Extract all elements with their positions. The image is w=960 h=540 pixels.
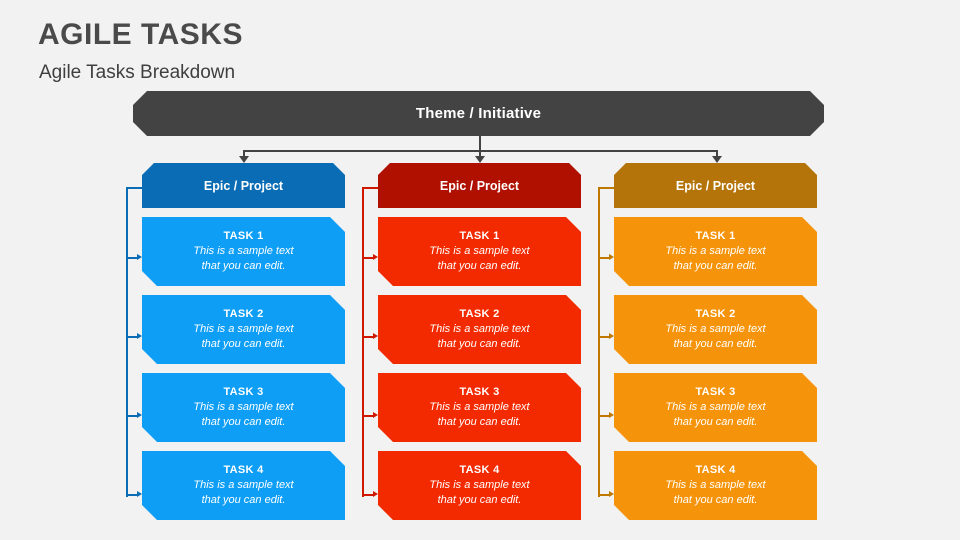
- arrow-right-icon-blue-4: [137, 491, 142, 497]
- task-desc-line1: This is a sample text: [665, 322, 766, 335]
- arrow-right-icon-orange-2: [609, 333, 614, 339]
- arrow-right-icon-red-1: [373, 254, 378, 260]
- page-title: AGILE TASKS: [38, 18, 243, 51]
- task-card-orange-4[interactable]: TASK 4 This is a sample text that you ca…: [614, 451, 817, 520]
- task-title: TASK 1: [223, 229, 264, 242]
- epic-column-red: Epic / Project TASK 1 This is a sample t…: [378, 163, 581, 520]
- theme-drop-connector-red: [479, 150, 481, 157]
- task-desc-line1: This is a sample text: [193, 478, 294, 491]
- task-desc-line1: This is a sample text: [665, 400, 766, 413]
- arrow-right-icon-blue-3: [137, 412, 142, 418]
- task-desc-line2: that you can edit.: [201, 337, 286, 350]
- epic-spine-top-blue: [126, 187, 143, 189]
- task-card-orange-2[interactable]: TASK 2 This is a sample text that you ca…: [614, 295, 817, 364]
- task-branch-blue-1: [126, 257, 138, 259]
- task-card-blue-3[interactable]: TASK 3 This is a sample text that you ca…: [142, 373, 345, 442]
- epic-label-blue: Epic / Project: [203, 178, 284, 193]
- epic-header-red[interactable]: Epic / Project: [378, 163, 581, 208]
- task-desc-line1: This is a sample text: [665, 244, 766, 257]
- task-branch-red-3: [362, 415, 374, 417]
- task-branch-orange-2: [598, 336, 610, 338]
- task-title: TASK 4: [695, 463, 736, 476]
- epic-spine-red: [362, 187, 364, 497]
- task-title: TASK 3: [695, 385, 736, 398]
- task-desc-line1: This is a sample text: [429, 322, 530, 335]
- task-branch-red-1: [362, 257, 374, 259]
- theme-stem-connector: [479, 136, 481, 150]
- theme-drop-connector-blue: [243, 150, 245, 157]
- theme-initiative-label: Theme / Initiative: [415, 105, 542, 122]
- task-desc-line2: that you can edit.: [201, 259, 286, 272]
- task-title: TASK 3: [223, 385, 264, 398]
- task-desc-line2: that you can edit.: [673, 415, 758, 428]
- arrow-right-icon-orange-4: [609, 491, 614, 497]
- epic-header-orange[interactable]: Epic / Project: [614, 163, 817, 208]
- epic-column-orange: Epic / Project TASK 1 This is a sample t…: [614, 163, 817, 520]
- task-desc-line2: that you can edit.: [201, 493, 286, 506]
- task-card-red-2[interactable]: TASK 2 This is a sample text that you ca…: [378, 295, 581, 364]
- epic-header-blue[interactable]: Epic / Project: [142, 163, 345, 208]
- task-card-orange-1[interactable]: TASK 1 This is a sample text that you ca…: [614, 217, 817, 286]
- epic-spine-orange: [598, 187, 600, 497]
- task-branch-orange-4: [598, 494, 610, 496]
- task-desc-line2: that you can edit.: [673, 259, 758, 272]
- arrow-right-icon-red-3: [373, 412, 378, 418]
- task-branch-red-2: [362, 336, 374, 338]
- task-desc-line1: This is a sample text: [193, 322, 294, 335]
- task-desc-line1: This is a sample text: [429, 244, 530, 257]
- task-branch-blue-3: [126, 415, 138, 417]
- task-desc-line2: that you can edit.: [673, 337, 758, 350]
- task-desc-line2: that you can edit.: [673, 493, 758, 506]
- task-title: TASK 2: [459, 307, 500, 320]
- task-card-red-3[interactable]: TASK 3 This is a sample text that you ca…: [378, 373, 581, 442]
- task-card-red-1[interactable]: TASK 1 This is a sample text that you ca…: [378, 217, 581, 286]
- task-branch-blue-2: [126, 336, 138, 338]
- arrow-right-icon-orange-3: [609, 412, 614, 418]
- task-desc-line2: that you can edit.: [437, 493, 522, 506]
- task-desc-line1: This is a sample text: [429, 478, 530, 491]
- epic-label-red: Epic / Project: [439, 178, 520, 193]
- task-title: TASK 4: [459, 463, 500, 476]
- arrow-right-icon-red-2: [373, 333, 378, 339]
- task-title: TASK 1: [695, 229, 736, 242]
- arrow-right-icon-red-4: [373, 491, 378, 497]
- arrow-down-icon-blue: [239, 156, 249, 163]
- theme-initiative-banner[interactable]: Theme / Initiative: [133, 91, 824, 136]
- arrow-right-icon-blue-2: [137, 333, 142, 339]
- task-desc-line2: that you can edit.: [437, 415, 522, 428]
- task-card-blue-4[interactable]: TASK 4 This is a sample text that you ca…: [142, 451, 345, 520]
- epic-spine-top-orange: [598, 187, 615, 189]
- arrow-down-icon-red: [475, 156, 485, 163]
- task-branch-blue-4: [126, 494, 138, 496]
- theme-drop-connector-orange: [716, 150, 718, 157]
- task-title: TASK 1: [459, 229, 500, 242]
- task-title: TASK 2: [695, 307, 736, 320]
- task-card-blue-1[interactable]: TASK 1 This is a sample text that you ca…: [142, 217, 345, 286]
- arrow-right-icon-orange-1: [609, 254, 614, 260]
- task-branch-orange-3: [598, 415, 610, 417]
- arrow-down-icon-orange: [712, 156, 722, 163]
- arrow-right-icon-blue-1: [137, 254, 142, 260]
- task-desc-line1: This is a sample text: [665, 478, 766, 491]
- page-subtitle: Agile Tasks Breakdown: [39, 62, 236, 83]
- task-title: TASK 3: [459, 385, 500, 398]
- epic-label-orange: Epic / Project: [675, 178, 756, 193]
- task-desc-line2: that you can edit.: [201, 415, 286, 428]
- task-card-red-4[interactable]: TASK 4 This is a sample text that you ca…: [378, 451, 581, 520]
- epic-spine-blue: [126, 187, 128, 497]
- task-desc-line1: This is a sample text: [193, 244, 294, 257]
- task-title: TASK 2: [223, 307, 264, 320]
- task-desc-line1: This is a sample text: [193, 400, 294, 413]
- task-card-orange-3[interactable]: TASK 3 This is a sample text that you ca…: [614, 373, 817, 442]
- task-card-blue-2[interactable]: TASK 2 This is a sample text that you ca…: [142, 295, 345, 364]
- task-branch-orange-1: [598, 257, 610, 259]
- task-branch-red-4: [362, 494, 374, 496]
- task-desc-line1: This is a sample text: [429, 400, 530, 413]
- task-desc-line2: that you can edit.: [437, 259, 522, 272]
- epic-spine-top-red: [362, 187, 379, 189]
- task-desc-line2: that you can edit.: [437, 337, 522, 350]
- task-title: TASK 4: [223, 463, 264, 476]
- epic-column-blue: Epic / Project TASK 1 This is a sample t…: [142, 163, 345, 520]
